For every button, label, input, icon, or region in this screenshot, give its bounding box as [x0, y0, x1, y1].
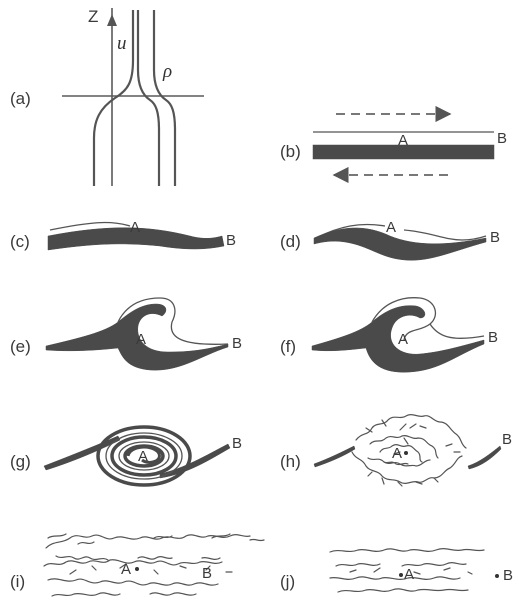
- upper-interface-right: [404, 230, 486, 240]
- point-b: B: [202, 565, 212, 582]
- panel-i-label: (i): [10, 572, 25, 591]
- dense-layer: [314, 228, 486, 260]
- point-b: B: [502, 431, 512, 448]
- outgoing-arm: [468, 446, 501, 469]
- panel-e: (e) A B: [10, 298, 242, 370]
- panel-d-label: (d): [280, 232, 301, 251]
- panel-a: (a) Z u ρ: [10, 7, 204, 186]
- point-a: A: [121, 561, 131, 578]
- velocity-profile-u: [94, 10, 133, 186]
- marker-a-dot: [135, 567, 139, 571]
- panel-h: (h) A B: [280, 415, 512, 486]
- panel-g-label: (g): [10, 452, 31, 471]
- density-label: ρ: [162, 61, 172, 82]
- point-a: A: [138, 448, 148, 465]
- panel-f: (f) A B: [280, 298, 498, 373]
- panel-c: (c) A B: [10, 219, 236, 251]
- point-a: A: [398, 331, 408, 348]
- point-b: B: [232, 335, 242, 352]
- density-profile-left: [138, 10, 159, 186]
- panel-c-label: (c): [10, 232, 30, 251]
- point-b: B: [226, 232, 236, 249]
- point-a: A: [392, 445, 402, 462]
- marker-a-dot: [404, 451, 408, 455]
- point-b: B: [497, 130, 507, 147]
- panel-d: (d) A B: [280, 219, 500, 260]
- incoming-arm: [314, 446, 355, 467]
- point-a: A: [404, 566, 414, 583]
- panel-h-label: (h): [280, 452, 301, 471]
- z-axis-label: Z: [88, 7, 98, 26]
- point-a: A: [130, 219, 140, 236]
- panel-j-label: (j): [280, 572, 295, 591]
- panel-b-label: (b): [280, 142, 301, 161]
- panel-i: (i) A B: [10, 534, 264, 596]
- point-a: A: [386, 219, 396, 236]
- upper-interface-right: [430, 324, 484, 338]
- velocity-label: u: [117, 33, 127, 54]
- marker-b-dot: [495, 574, 499, 578]
- panel-j: (j) A B: [280, 549, 513, 592]
- point-a: A: [136, 331, 146, 348]
- density-profile-right: [154, 10, 175, 186]
- turbulent-layer: [44, 534, 264, 596]
- point-a: A: [398, 132, 408, 149]
- panel-g: (g) A B: [10, 427, 242, 485]
- marker-a-dot: [399, 573, 403, 577]
- point-b: B: [232, 435, 242, 452]
- panel-b: (b) A B: [280, 114, 507, 175]
- point-b: B: [488, 329, 498, 346]
- point-b: B: [490, 229, 500, 246]
- panel-a-label: (a): [10, 89, 31, 108]
- z-axis-arrowhead: [107, 14, 117, 26]
- panel-f-label: (f): [280, 337, 296, 356]
- turbulent-billow: [352, 415, 466, 486]
- panel-e-label: (e): [10, 337, 31, 356]
- point-b: B: [503, 567, 513, 584]
